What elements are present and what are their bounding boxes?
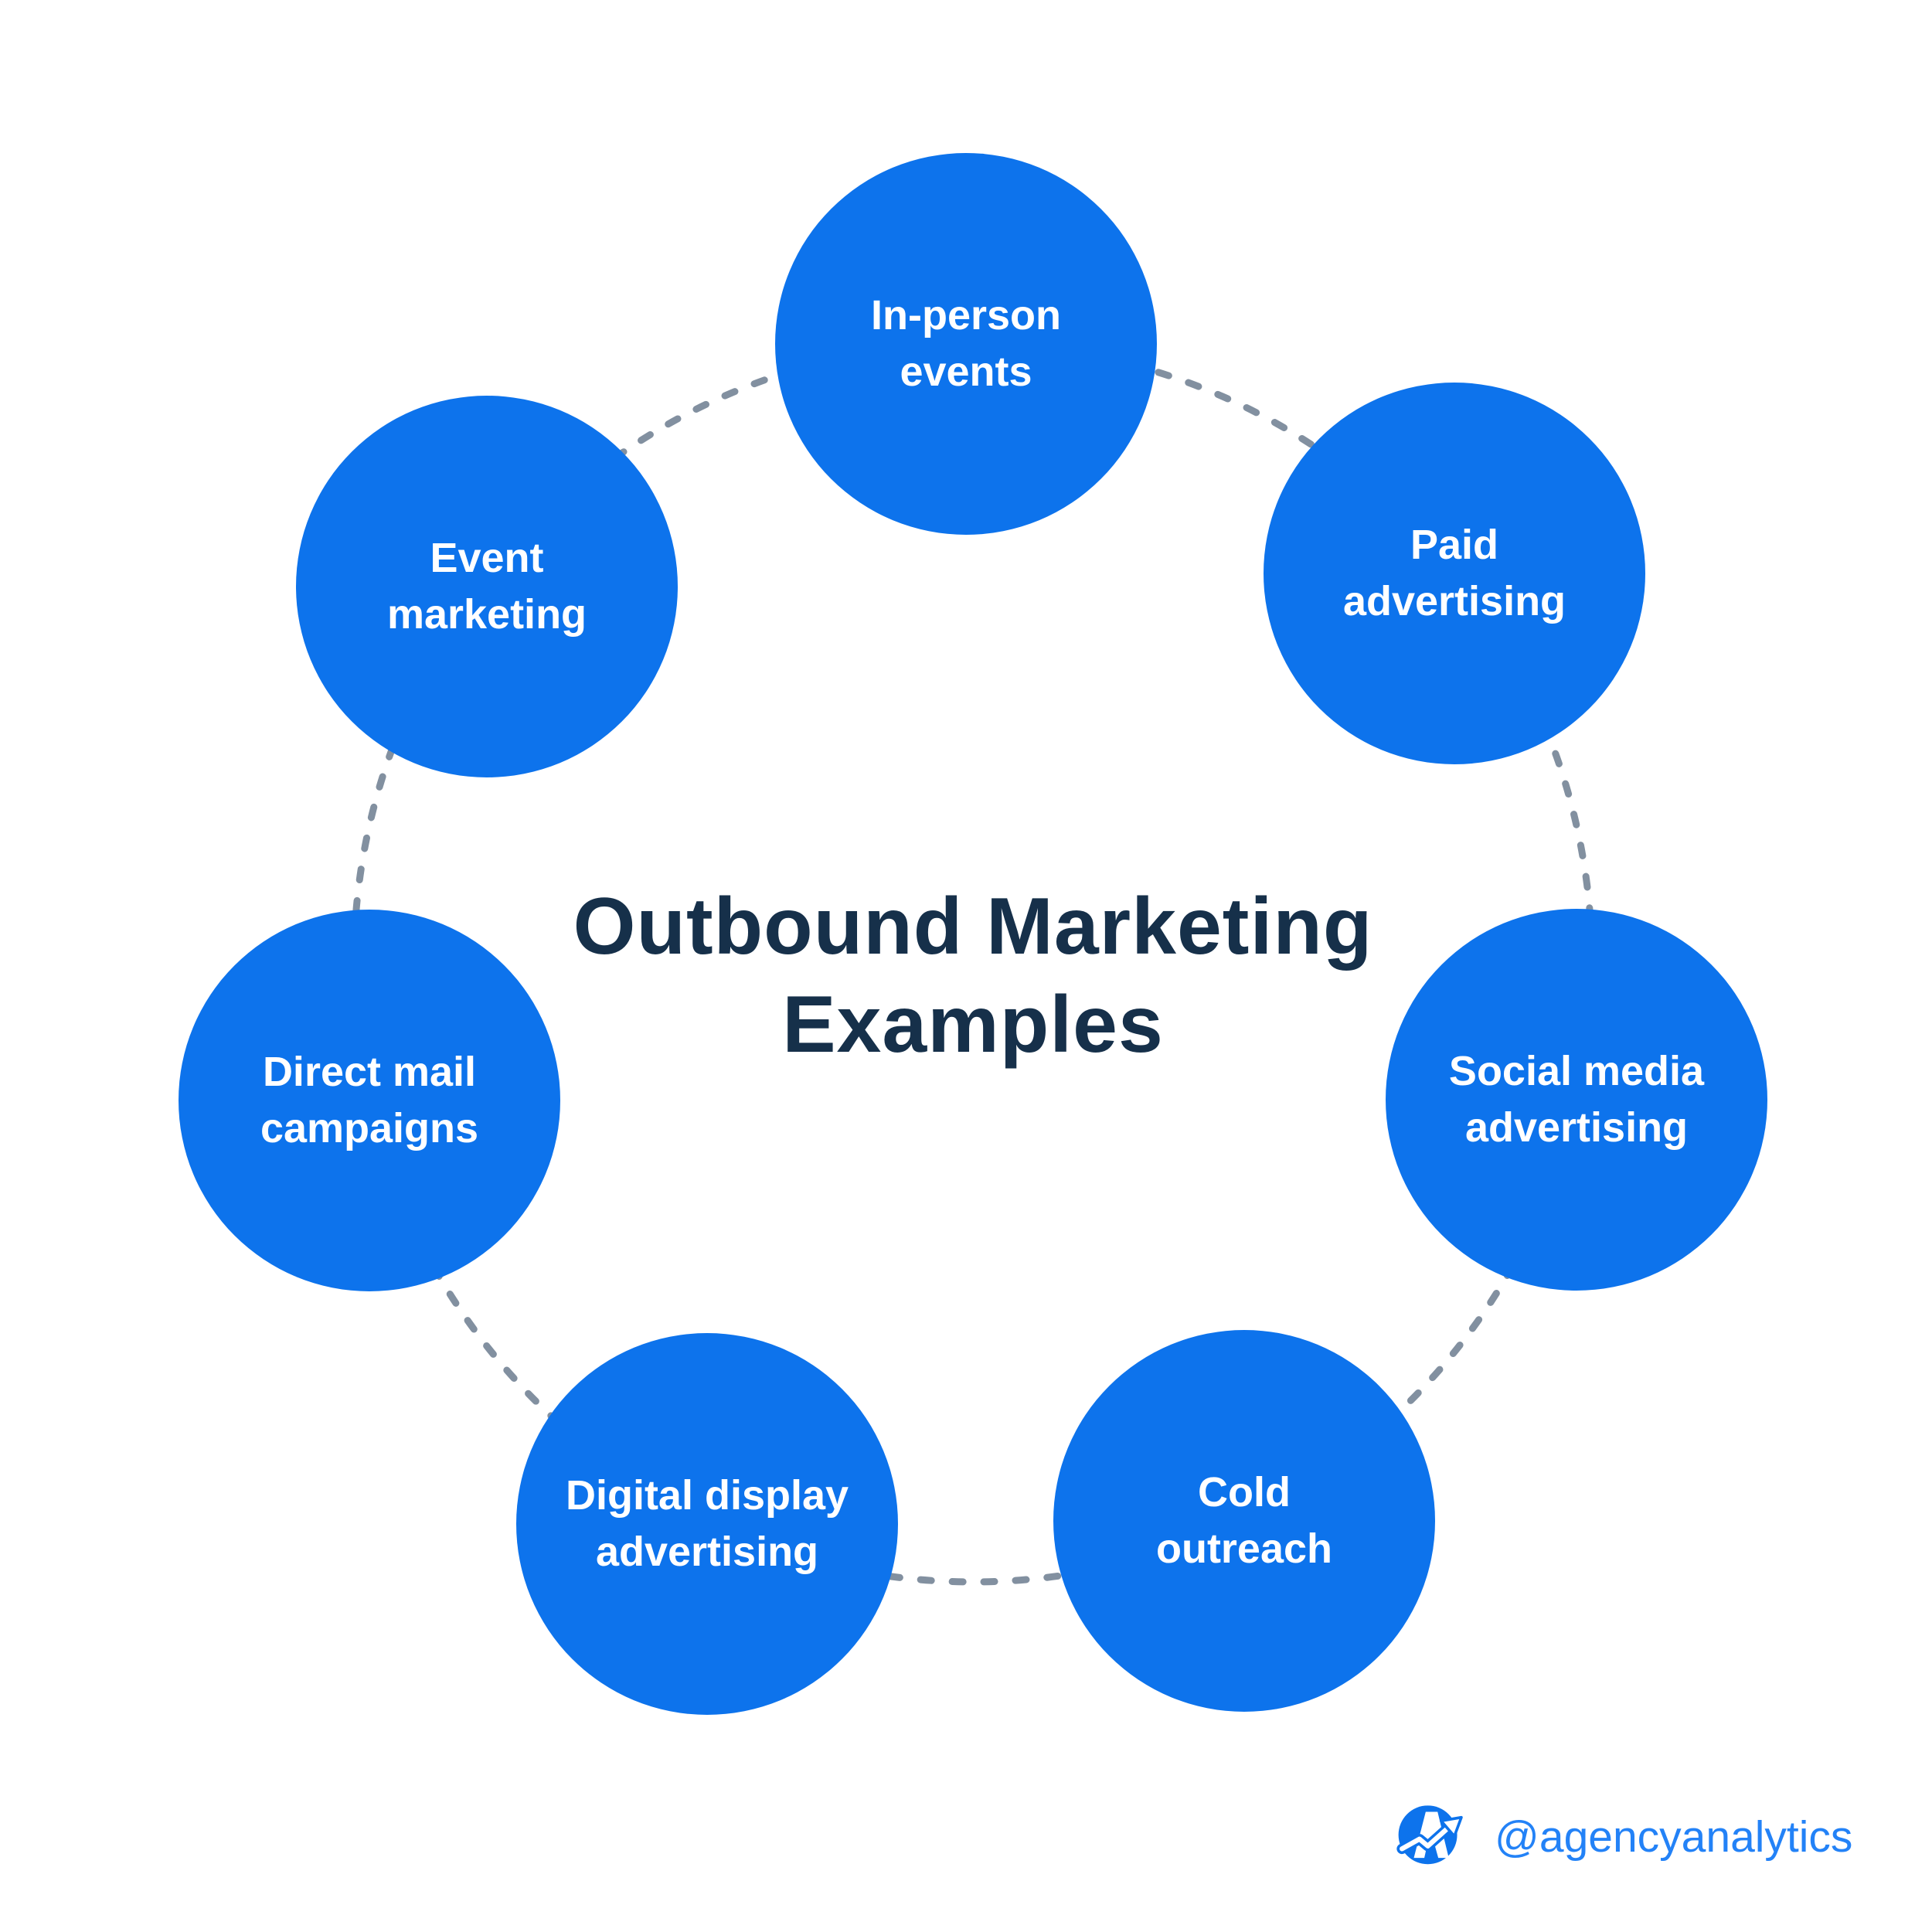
bubble-label-line: Social media	[1448, 1048, 1705, 1095]
bubble-label-line: In-person	[870, 292, 1061, 339]
bubble-label-line: outreach	[1155, 1526, 1333, 1572]
brand-footer: @agencyanalytics	[1396, 1801, 1852, 1873]
page-title-line: Examples	[782, 979, 1164, 1070]
agencyanalytics-logo-icon	[1396, 1805, 1463, 1865]
bubble-label-line: events	[900, 349, 1032, 395]
bubble-label-line: marketing	[386, 591, 587, 638]
page-title-line: Outbound Marketing	[573, 882, 1373, 971]
bubble-label-line: Paid	[1410, 522, 1499, 569]
bubble-label-line: advertising	[1464, 1104, 1689, 1151]
bubble-event-marketing: Event marketing	[296, 396, 678, 777]
page-title: Outbound Marketing Examples	[509, 878, 1437, 1074]
bubble-digital-display-advertising: Digital display advertising	[516, 1333, 898, 1715]
bubble-direct-mail-campaigns: Direct mail campaigns	[179, 910, 560, 1291]
bubble-paid-advertising: Paid advertising	[1264, 383, 1645, 764]
bubble-cold-outreach: Cold outreach	[1053, 1330, 1435, 1712]
bubble-in-person-events: In-person events	[775, 153, 1157, 535]
bubble-label-line: Digital display	[565, 1472, 849, 1519]
bubble-social-media-advertising: Social media advertising	[1386, 909, 1767, 1291]
bubble-label-line: Cold	[1198, 1469, 1291, 1516]
bubble-label-line: advertising	[1342, 578, 1566, 624]
bubble-label-line: Event	[430, 535, 544, 582]
bubble-label-line: advertising	[595, 1529, 819, 1575]
social-handle: @agencyanalytics	[1495, 1811, 1853, 1862]
bubble-label-line: campaigns	[260, 1105, 479, 1151]
bubble-label-line: Direct mail	[262, 1049, 477, 1096]
